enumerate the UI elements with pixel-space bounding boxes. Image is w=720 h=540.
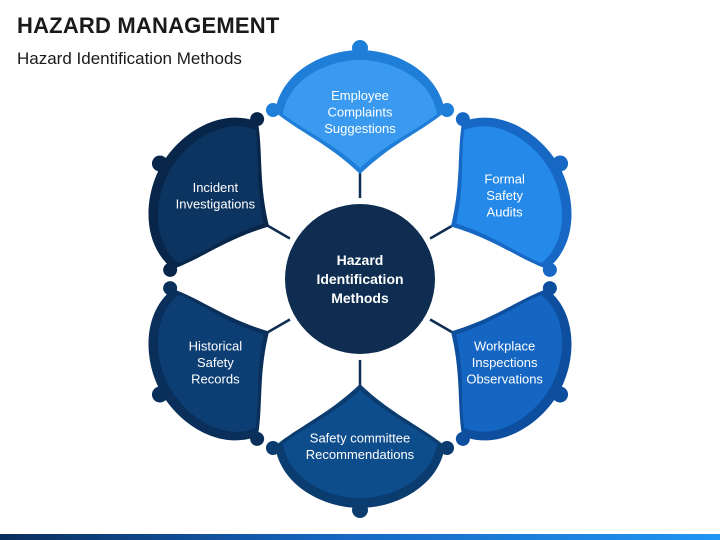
petal-nub [552,155,569,172]
petal-employee [266,40,454,174]
hub-circle [285,204,435,354]
petal-tip-nub [440,103,454,117]
page-title: HAZARD MANAGEMENT [17,13,280,38]
petal-inner-panel [157,126,264,264]
petal-nub [151,155,168,172]
petal-nub [352,40,368,56]
page-subtitle: Hazard Identification Methods [17,49,242,68]
petal-historical [148,281,270,446]
petal-tip-nub [542,262,557,277]
petal-workplace [450,281,572,446]
petal-tip-nub [455,431,470,446]
petal-tip-nub [163,262,178,277]
petal-nub [552,386,569,403]
petal-incident [148,112,270,277]
petal-nub [151,386,168,403]
petal-inner-panel [456,294,563,432]
petal-tip-nub [250,431,265,446]
petal-tip-nub [266,441,280,455]
petal-formal [450,112,572,277]
petal-tip-nub [455,112,470,127]
petal-inner-panel [456,126,563,264]
footer-bar [0,534,720,540]
petal-inner-panel [157,294,264,432]
petal-tip-nub [266,103,280,117]
petal-inner-panel [283,60,437,168]
petal-nub [352,502,368,518]
petal-tip-nub [163,281,178,296]
petal-safety-committee [266,384,454,518]
petal-tip-nub [542,281,557,296]
petal-tip-nub [250,112,265,127]
petal-tip-nub [440,441,454,455]
petal-inner-panel [283,390,437,498]
